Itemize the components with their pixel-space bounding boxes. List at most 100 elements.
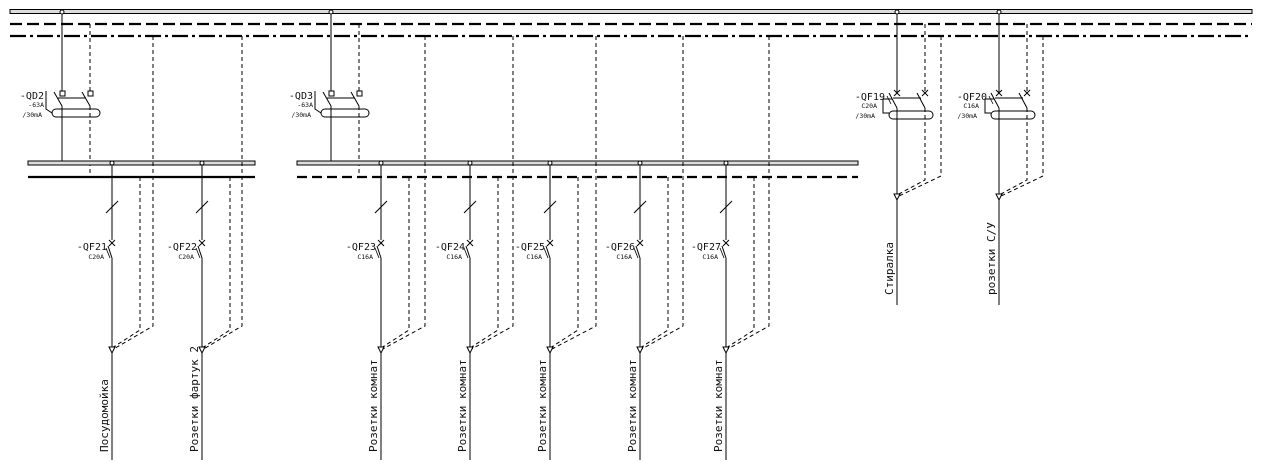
rcd-id: -QD3 [289, 91, 313, 102]
rcd-blade [81, 91, 91, 107]
rcd-terminal [328, 90, 335, 97]
rcbo-id: -QF19 [855, 92, 885, 103]
rcbo-trip-mark [995, 89, 1003, 97]
breaker-blade [107, 245, 113, 259]
neutral-conductor [549, 177, 579, 349]
rcd-group-2: -QD3-63A/30mA [289, 14, 859, 179]
cable-tick [374, 200, 388, 214]
breaker-id: -QF26 [605, 242, 635, 253]
pe-conductor [469, 36, 514, 351]
load-label: розетки С/У [985, 222, 998, 295]
breaker-id: -QF27 [691, 242, 721, 253]
breaker-trip-mark [466, 239, 474, 247]
feeder-node [199, 160, 205, 166]
rcbo-rating: C16A [963, 102, 979, 110]
rcd-terminal [59, 90, 66, 97]
x-stroke [198, 239, 206, 247]
x-stroke [921, 89, 929, 97]
pe-conductor [380, 36, 426, 351]
x-stroke [636, 239, 644, 247]
neutral-conductor [469, 177, 499, 349]
breaker-rating: C16A [616, 253, 632, 261]
cable-end-marker [466, 346, 474, 355]
load-label: Стиралка [883, 242, 896, 295]
pe-conductor [896, 36, 942, 198]
pe-conductor [549, 36, 597, 351]
x-stroke [546, 239, 554, 247]
rcd-group-1: -QD2-63A/30mA [20, 14, 256, 179]
load-label: Розетки комнат [712, 359, 725, 452]
rcbo-blade-2 [886, 95, 892, 105]
neutral-conductor [725, 177, 755, 349]
rcbo-blade [916, 92, 926, 109]
breaker-blade-2 [633, 247, 639, 259]
rcbo-toroid [990, 110, 1036, 120]
cable-end-marker [546, 346, 554, 355]
rcbo-rating: C20A [861, 102, 877, 110]
breaker-blade-2 [374, 247, 380, 259]
cable-tick [105, 200, 119, 214]
load-label: Розетки комнат [536, 359, 549, 452]
pe-conductor [725, 36, 770, 351]
rcd-terminal [356, 90, 363, 97]
x-stroke [893, 89, 901, 97]
rcd-leakage: /30mA [22, 111, 42, 119]
cable-tick [633, 200, 647, 214]
rcd-test-bracket [314, 91, 322, 114]
rcbo-feed-node [894, 9, 900, 15]
breaker-rating: C20A [178, 253, 194, 261]
breaker-trip-mark [722, 239, 730, 247]
rcd-rating: -63A [28, 101, 44, 109]
rcbo-feed-node [996, 9, 1002, 15]
breaker-blade [545, 245, 551, 259]
neutral-conductor [111, 177, 141, 349]
breaker-blade [465, 245, 471, 259]
breaker-blade [376, 245, 382, 259]
breaker-id: -QF25 [515, 242, 545, 253]
breaker-blade-2 [719, 247, 725, 259]
rcd-rating: -63A [297, 101, 313, 109]
breaker-trip-mark [198, 239, 206, 247]
neutral-conductor [896, 108, 926, 196]
rcd-toroid [320, 108, 370, 118]
cable-end-marker [108, 346, 116, 355]
breaker-id: -QF22 [167, 242, 197, 253]
load-label: Розетки комнат [626, 359, 639, 452]
cable-tick [543, 200, 557, 214]
load-label: Розетки фартук 2 [188, 346, 201, 452]
feeder-node [109, 160, 115, 166]
rcbo-id: -QF20 [957, 92, 987, 103]
rcd-leakage: /30mA [291, 111, 311, 119]
breaker-id: -QF23 [346, 242, 376, 253]
rcbo-trip-mark [921, 89, 929, 97]
feeder-node [467, 160, 473, 166]
rcbo-test-bracket [882, 98, 892, 114]
rcd-blade [322, 91, 332, 107]
x-stroke [722, 239, 730, 247]
neutral-conductor [998, 108, 1028, 196]
breaker-blade-2 [105, 247, 111, 259]
rcbo-blade-2 [988, 95, 994, 105]
x-stroke [466, 239, 474, 247]
rcbo-toroid [888, 110, 934, 120]
feeder-node [547, 160, 553, 166]
breaker-blade [197, 245, 203, 259]
rcd-toroid [51, 108, 101, 118]
rcd-blade [350, 91, 360, 107]
feeder-node [723, 160, 729, 166]
load-label: Розетки комнат [367, 359, 380, 452]
neutral-conductor [380, 177, 410, 349]
rcd-blade [53, 91, 63, 107]
breaker-id: -QF21 [77, 242, 107, 253]
sub-phase-busbar [27, 160, 256, 166]
cable-tick [719, 200, 733, 214]
rcd-feed-node [59, 9, 65, 15]
pe-conductor [998, 36, 1044, 198]
x-stroke [1023, 89, 1031, 97]
